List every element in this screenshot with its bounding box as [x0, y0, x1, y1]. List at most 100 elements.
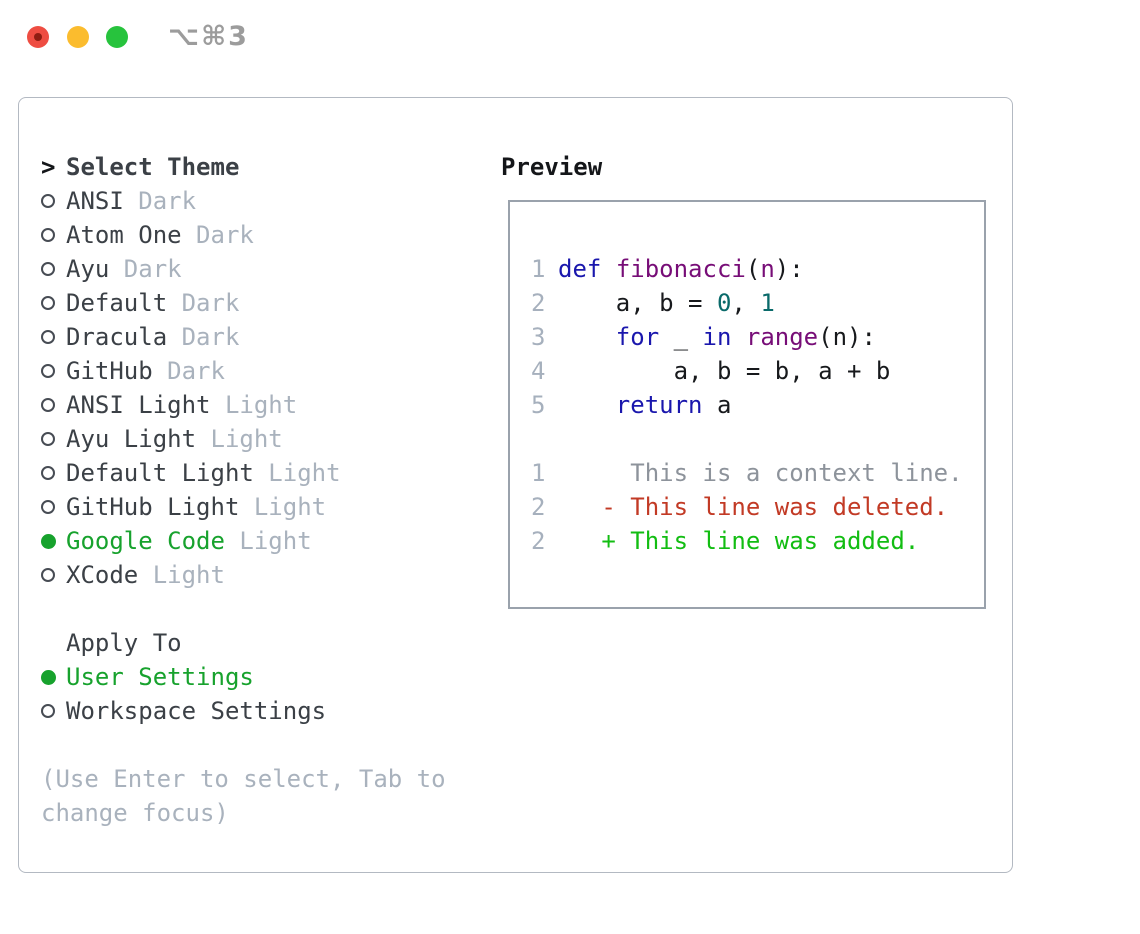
code-segment-pl: [601, 255, 615, 283]
theme-option-label: Ayu Dark: [66, 255, 182, 283]
code-segment-del: - This line was deleted.: [558, 493, 949, 521]
theme-option-github[interactable]: GitHub Dark: [41, 354, 446, 388]
preview-code-line: 2 a, b = 0, 1: [531, 286, 984, 320]
code-segment-pl: [558, 323, 616, 351]
radio-icon: [41, 466, 55, 480]
theme-option-label: Default Dark: [66, 289, 240, 317]
theme-option-label: ANSI Dark: [66, 187, 197, 215]
theme-option-ayu[interactable]: Ayu Dark: [41, 252, 446, 286]
radio-cell: [41, 398, 66, 412]
theme-variant-label: Light: [268, 459, 341, 487]
theme-variant-label: Light: [210, 425, 283, 453]
radio-cell: [41, 568, 66, 582]
apply-to-header-row: Apply To: [41, 626, 446, 660]
radio-selected-icon: [41, 669, 56, 685]
theme-option-label: ANSI Light Light: [66, 391, 298, 419]
theme-variant-label: Light: [253, 493, 327, 521]
keyboard-hint-text: change focus): [41, 799, 229, 827]
code-segment-kw: def: [558, 255, 602, 283]
theme-option-default-light[interactable]: Default Light Light: [41, 456, 446, 490]
theme-option-label: Google Code Light: [66, 527, 312, 555]
radio-cell: [41, 533, 66, 549]
theme-option-xcode[interactable]: XCode Light: [41, 558, 446, 592]
radio-icon: [41, 194, 55, 208]
code-segment-num: 1: [760, 289, 775, 317]
theme-variant-label: Dark: [123, 255, 182, 283]
close-button-icon[interactable]: [27, 26, 49, 48]
theme-variant-label: Dark: [181, 289, 240, 317]
theme-option-label: Ayu Light Light: [66, 425, 283, 453]
radio-cell: [41, 669, 66, 685]
code-segment-pl: (n):: [818, 323, 876, 351]
preview-code-line: 5 return a: [531, 388, 984, 422]
theme-option-default[interactable]: Default Dark: [41, 286, 446, 320]
radio-icon: [41, 432, 55, 446]
theme-variant-label: Dark: [138, 187, 197, 215]
apply-option-workspace-settings[interactable]: Workspace Settings: [41, 694, 446, 728]
radio-icon: [41, 500, 55, 514]
code-segment-fn: n: [760, 255, 775, 283]
theme-option-github-light[interactable]: GitHub Light Light: [41, 490, 446, 524]
theme-option-atom-one[interactable]: Atom One Dark: [41, 218, 446, 252]
code-segment-ctx: This is a context line.: [558, 459, 963, 487]
theme-option-dracula[interactable]: Dracula Dark: [41, 320, 446, 354]
apply-to-title: Apply To: [66, 629, 182, 657]
code-segment-pl: a, b = b, a + b: [558, 357, 891, 385]
preview-code-line: 4 a, b = b, a + b: [531, 354, 984, 388]
radio-icon: [41, 330, 55, 344]
radio-cell: [41, 228, 66, 242]
code-segment-kw: in: [702, 323, 732, 351]
radio-cell: [41, 704, 66, 718]
theme-option-ansi-light[interactable]: ANSI Light Light: [41, 388, 446, 422]
code-segment-pl: a, b =: [558, 289, 717, 317]
radio-cell: [41, 500, 66, 514]
line-number: 5: [531, 391, 546, 419]
radio-icon: [41, 704, 55, 718]
radio-cell: [41, 262, 66, 276]
theme-option-label: Dracula Dark: [66, 323, 240, 351]
theme-variant-label: Light: [224, 391, 298, 419]
theme-option-ayu-light[interactable]: Ayu Light Light: [41, 422, 446, 456]
code-segment-fn: range: [745, 323, 819, 351]
window-title: ⌥⌘3: [168, 21, 249, 52]
maximize-button-icon[interactable]: [106, 26, 128, 48]
radio-icon: [41, 398, 55, 412]
theme-variant-label: Dark: [167, 357, 225, 385]
radio-icon: [41, 262, 55, 276]
preview-code-line: 2 + This line was added.: [531, 524, 984, 558]
preview-code-line: 2 - This line was deleted.: [531, 490, 984, 524]
line-number: 3: [531, 323, 546, 351]
code-segment-pl: [731, 323, 745, 351]
line-number: 4: [531, 357, 546, 385]
line-number: 2: [531, 289, 546, 317]
theme-list-title: Select Theme: [66, 153, 240, 181]
minimize-button-icon[interactable]: [67, 26, 89, 48]
theme-option-label: Default Light Light: [66, 459, 341, 487]
theme-variant-label: Light: [239, 527, 312, 555]
spacer-row: [41, 728, 446, 762]
theme-option-ansi[interactable]: ANSI Dark: [41, 184, 446, 218]
line-number: 1: [531, 255, 546, 283]
code-segment-add: + This line was added.: [558, 527, 920, 555]
radio-cell: [41, 330, 66, 344]
theme-option-google-code[interactable]: Google Code Light: [41, 524, 446, 558]
line-number: 2: [531, 493, 546, 521]
radio-cell: [41, 296, 66, 310]
theme-variant-label: Dark: [181, 323, 240, 351]
code-segment-pl: _: [659, 323, 703, 351]
code-segment-pl: ):: [774, 255, 804, 283]
apply-option-label: Workspace Settings: [66, 697, 327, 725]
line-number: 2: [531, 527, 546, 555]
preview-code-line: [531, 422, 984, 456]
theme-option-label: Atom One Dark: [66, 221, 254, 249]
code-segment-pl: [558, 391, 616, 419]
keyboard-hint-text: (Use Enter to select, Tab to: [41, 765, 446, 793]
radio-cell: [41, 432, 66, 446]
apply-option-user-settings[interactable]: User Settings: [41, 660, 446, 694]
keyboard-hint-line: change focus): [41, 796, 446, 830]
radio-cell: [41, 364, 66, 378]
preview-code-line: 1 This is a context line.: [531, 456, 984, 490]
keyboard-hint-line: (Use Enter to select, Tab to: [41, 762, 446, 796]
